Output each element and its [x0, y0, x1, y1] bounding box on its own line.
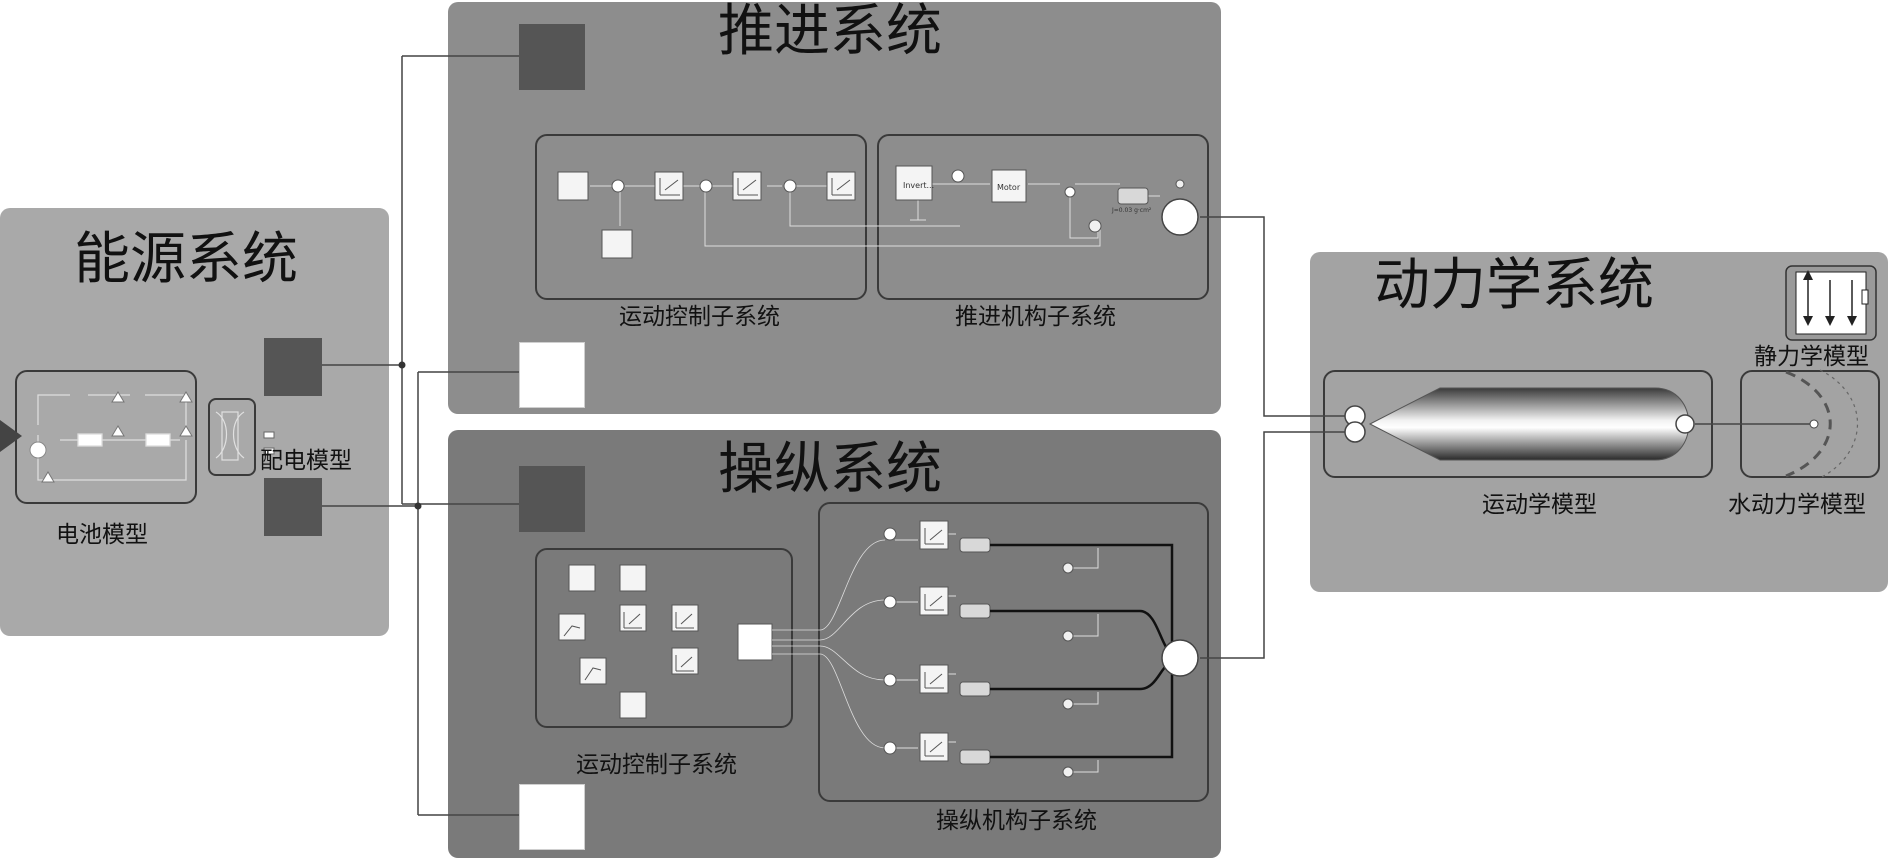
propulsion-motion-control-label: 运动控制子系统 — [619, 304, 780, 330]
energy-port-lower[interactable] — [264, 478, 322, 536]
dynamics-system-title: 动力学系统 — [1374, 253, 1654, 318]
propulsion-power-port[interactable] — [519, 24, 585, 90]
motor-block-label: Motor — [997, 183, 1021, 192]
steering-power-port[interactable] — [519, 466, 585, 532]
distribution-model-block[interactable] — [208, 398, 256, 476]
propulsion-output-connector — [1161, 198, 1199, 236]
hydrodynamics-model-label: 水动力学模型 — [1728, 492, 1866, 518]
propulsion-signal-port[interactable] — [519, 342, 585, 408]
inverter-block-label: Invert... — [903, 181, 934, 190]
energy-system-panel — [0, 208, 389, 636]
distribution-model-label: 配电模型 — [260, 448, 352, 474]
steering-signal-port[interactable] — [519, 784, 585, 850]
steering-output-connector — [1161, 639, 1199, 677]
kinematics-model-label: 运动学模型 — [1482, 492, 1597, 518]
steering-motion-control-subsystem[interactable] — [535, 548, 793, 728]
bus-junction-dot — [414, 502, 422, 510]
steering-mechanism-label: 操纵机构子系统 — [936, 808, 1097, 834]
energy-system-title: 能源系统 — [74, 227, 298, 292]
steering-channels — [883, 520, 1199, 778]
steering-system-title: 操纵系统 — [718, 437, 942, 502]
vehicle-hull-shape — [1368, 387, 1690, 461]
propulsion-motion-control-subsystem[interactable] — [535, 134, 867, 300]
propulsion-system-title: 推进系统 — [718, 0, 942, 64]
steering-mechanism-subsystem[interactable] — [818, 502, 1209, 802]
propulsion-mechanism-label: 推进机构子系统 — [955, 304, 1116, 330]
bus-junction-dot — [398, 361, 406, 369]
inertia-block-label: J=0.03 g·cm² — [1111, 207, 1152, 214]
statics-model-label: 静力学模型 — [1754, 344, 1869, 370]
energy-port-upper[interactable] — [264, 338, 322, 396]
battery-model-label: 电池模型 — [56, 522, 148, 548]
steering-motion-control-label: 运动控制子系统 — [576, 752, 737, 778]
